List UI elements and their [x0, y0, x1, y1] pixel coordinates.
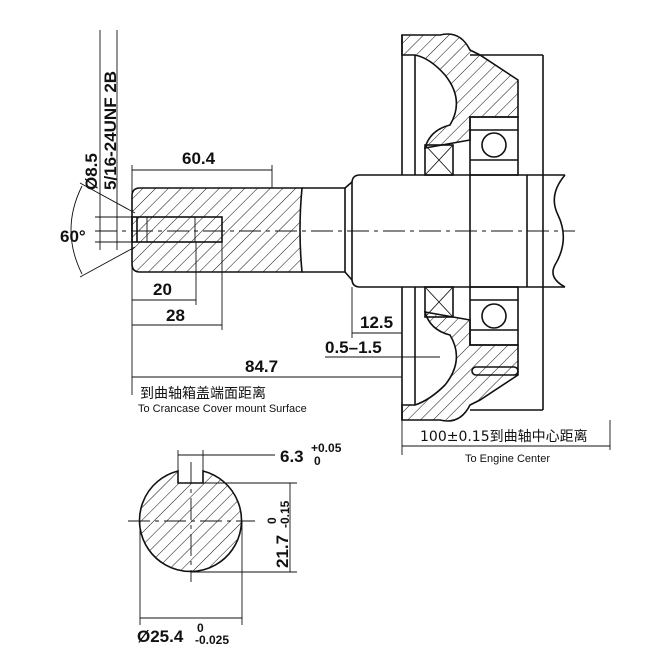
cover-distance-en: To Crancase Cover mount Surface — [138, 403, 307, 415]
shaft-tol-upper: 0 — [197, 621, 204, 635]
dim-20: 20 — [153, 280, 172, 299]
dim-60-4: 60.4 — [182, 149, 216, 168]
shaft-diameter-label: Ø25.4 — [137, 627, 184, 646]
keyway-tol-upper: +0.05 — [311, 441, 342, 455]
flat-tol-upper: 0 — [265, 517, 279, 524]
shaft-cross-section: 6.3 +0.05 0 21.7 0 -0.15 Ø25.4 0 -0.025 — [128, 441, 342, 647]
thread-annotations: Ø8.5 5/16-24UNF 2B 60° — [60, 30, 136, 278]
flat-tol-lower: -0.15 — [278, 500, 292, 528]
shaft-side-view — [95, 174, 575, 288]
flat-dimension-label: 21.7 — [273, 535, 292, 568]
dim-28: 28 — [166, 306, 185, 325]
thread-spec-label: 5/16-24UNF 2B — [101, 71, 120, 190]
dimensions: 60.4 20 28 12.5 0.5–1.5 84.7 到曲轴箱盖端面距离 T… — [131, 149, 611, 465]
keyway-tol-lower: 0 — [314, 454, 321, 468]
cover-distance-cn: 到曲轴箱盖端面距离 — [140, 385, 266, 402]
crankcase-cover-section — [401, 33, 544, 422]
chamfer-angle-label: 60° — [60, 227, 86, 246]
dim-gap: 0.5–1.5 — [325, 338, 382, 357]
hole-diameter-label: Ø8.5 — [82, 153, 101, 190]
shaft-tol-lower: -0.025 — [195, 633, 229, 647]
dim-12-5: 12.5 — [360, 313, 393, 332]
dim-84-7: 84.7 — [245, 357, 278, 376]
engine-center-en: To Engine Center — [465, 453, 550, 465]
engine-center-cn: 100±0.15到曲轴中心距离 — [420, 428, 588, 445]
keyway-width-label: 6.3 — [280, 447, 304, 466]
